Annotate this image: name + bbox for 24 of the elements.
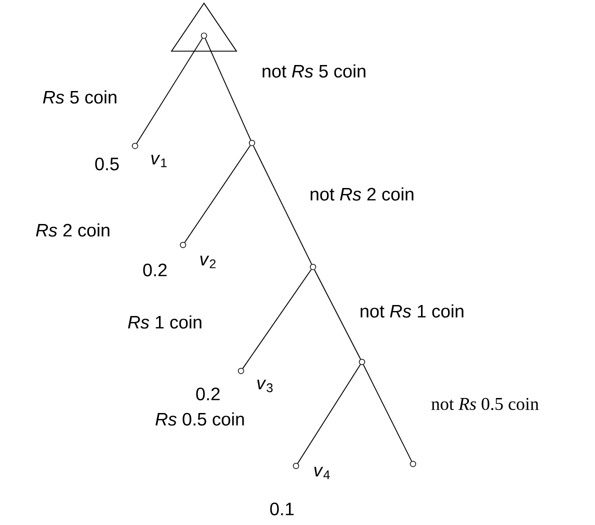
- branch-line: [297, 364, 361, 464]
- edge-label: not Rs 5 coin: [260, 63, 368, 79]
- node-label: v$_{4}$: [314, 466, 330, 480]
- probability-label: 0.2: [143, 264, 167, 276]
- probability-label: 0.2: [196, 388, 220, 400]
- edge-label: not Rs 0.5 coin: [430, 396, 540, 412]
- edge-label: not Rs 2 coin: [308, 186, 416, 202]
- node-label: v$_{2}$: [200, 256, 216, 268]
- branch-line: [242, 269, 312, 369]
- branch-line: [136, 38, 203, 144]
- branch-line: [184, 145, 251, 243]
- branch-line: [204, 38, 252, 141]
- edge-label: not Rs 1 coin: [358, 303, 466, 319]
- probability-label: 0.5: [95, 158, 119, 170]
- edge-label: Rs 5 coin: [42, 89, 119, 105]
- edge-label: Rs 1 coin: [126, 314, 204, 330]
- edge-label: Rs 2 coin: [34, 222, 112, 238]
- node-label: v$_{3}$: [257, 380, 273, 392]
- edge-label: Rs 0.5 coin: [154, 411, 246, 427]
- branch-line: [362, 364, 412, 462]
- probability-label: 0.1: [270, 502, 294, 516]
- branch-line: [252, 145, 312, 265]
- node-label: v$_{1}$: [151, 154, 167, 168]
- branch-line: [314, 269, 362, 360]
